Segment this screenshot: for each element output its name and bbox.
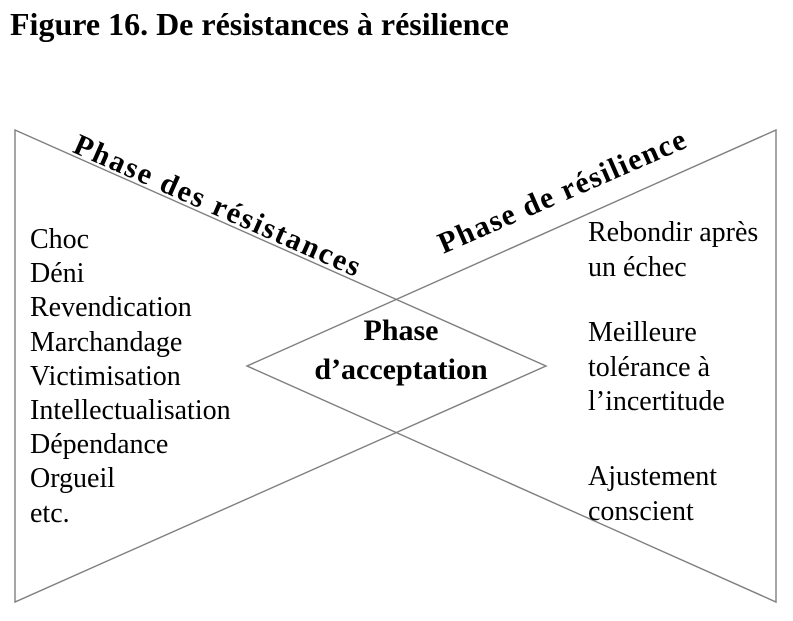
resistances-list-item: Intellectualisation	[30, 395, 231, 427]
resistances-list-item: etc.	[30, 497, 70, 529]
right-triangle-outline	[245, 128, 777, 604]
resistances-list-item: Revendication	[30, 292, 192, 324]
acceptation-label-line2: d’acceptation	[314, 353, 488, 386]
resistances-list-item: Choc	[30, 224, 90, 255]
resistances-list: Choc Déni Revendication Marchandage Vict…	[30, 223, 231, 531]
left-triangle-outline	[14, 128, 548, 604]
resilience-item-line: tolérance à	[588, 351, 711, 383]
acceptation-label-line1: Phase	[363, 314, 439, 347]
figure-title: Figure 16. De résistances à résilience	[10, 6, 509, 42]
resilience-item-ajustement: Ajustement conscient	[588, 460, 717, 529]
resistances-list-item: Dépendance	[30, 429, 169, 461]
resilience-item-line: l’incertitude	[588, 386, 725, 417]
acceptation-phase-label: Phase d’acceptation	[291, 311, 511, 389]
resilience-item-tolerance: Meilleure tolérance à l’incertitude	[588, 316, 725, 420]
resilience-item-line: conscient	[588, 495, 694, 527]
resilience-item-line: un échec	[588, 251, 687, 283]
resilience-item-rebondir: Rebondir après un échec	[588, 216, 758, 285]
resistances-list-item: Déni	[30, 258, 85, 290]
resistances-list-item: Victimisation	[30, 360, 181, 392]
resilience-item-line: Ajustement	[588, 461, 718, 492]
resistances-list-item: Marchandage	[30, 326, 183, 358]
resilience-item-line: Rebondir après	[588, 217, 759, 248]
resistances-list-item: Orgueil	[30, 463, 116, 495]
resilience-item-line: Meilleure	[588, 317, 697, 348]
